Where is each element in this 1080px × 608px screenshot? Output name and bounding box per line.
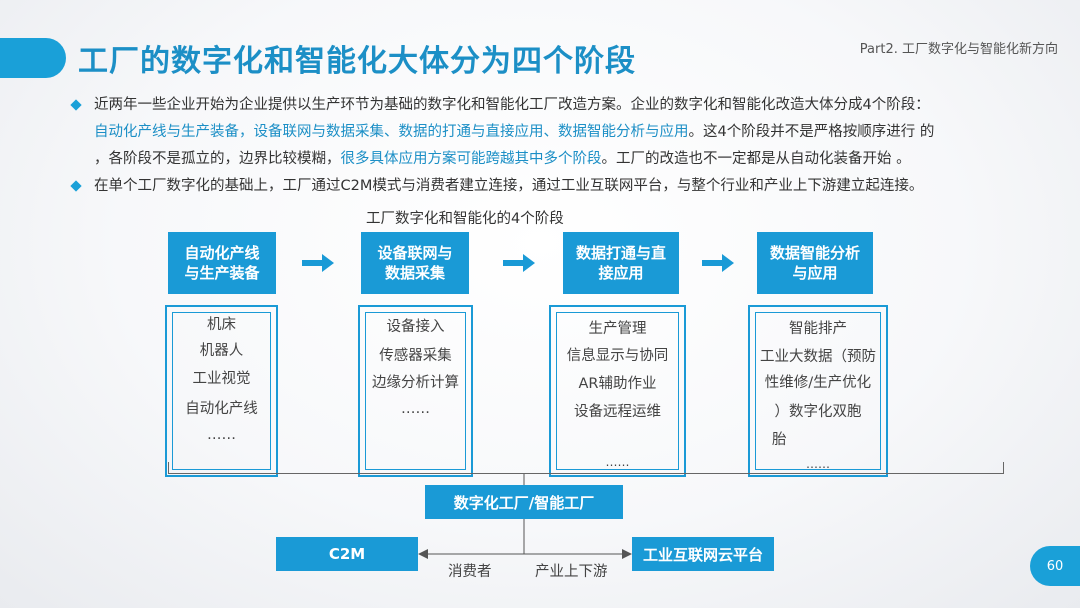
detail-item: 智能排产 — [789, 321, 847, 337]
arrow-right-icon — [702, 254, 734, 272]
detail-item: 信息显示与协同 — [566, 348, 669, 364]
stage-4-line-1: 数据智能分析 — [769, 244, 860, 262]
stage-1-line-1: 自动化产线 — [184, 244, 260, 262]
stage-4-detail-frame — [755, 312, 881, 470]
stage-3-line-2: 接应用 — [598, 264, 644, 282]
detail-item: …… — [401, 401, 430, 417]
detail-item: AR辅助作业 — [578, 376, 657, 392]
stage-3-detail: 生产管理 信息显示与协同 AR辅助作业 设备远程运维 …… — [549, 305, 686, 477]
bullet-list: 近两年一些企业开始为企业提供以生产环节为基础的数字化和智能化工厂改造方案。企业的… — [70, 92, 1050, 200]
detail-item: …… — [605, 455, 630, 469]
detail-item: 设备接入 — [386, 319, 445, 335]
stage-1-detail: 机床 机器人 工业视觉 自动化产线 …… — [165, 305, 278, 477]
stage-4-header: 数据智能分析与应用 — [757, 232, 873, 294]
detail-item: ）数字化双胞 — [774, 404, 862, 420]
stage-2-line-2: 数据采集 — [384, 264, 445, 282]
bullet-1-highlight-2: 很多具体应用方案可能跨越其中多个阶段 — [340, 151, 602, 167]
stage-3-detail-frame — [556, 312, 679, 470]
bullet-item-1: 近两年一些企业开始为企业提供以生产环节为基础的数字化和智能化工厂改造方案。企业的… — [70, 92, 1050, 173]
page-number: 60 — [1030, 546, 1080, 586]
detail-item: 传感器采集 — [379, 348, 452, 364]
detail-item: 机床 — [207, 317, 236, 333]
section-label: Part2. 工厂数字化与智能化新方向 — [859, 42, 1058, 57]
bullet-1-line-2-rest: 。这4个阶段并不是严格按顺序进行 的 — [688, 124, 935, 140]
stage-2-line-1: 设备联网与 — [377, 244, 453, 262]
industrial-cloud-box: 工业互联网云平台 — [632, 537, 774, 571]
bullet-2-text: 在单个工厂数字化的基础上，工厂通过C2M模式与消费者建立连接，通过工业互联网平台… — [94, 178, 924, 194]
bullet-1-highlight-1: 自动化产线与生产装备，设备联网与数据采集、数据的打通与直接应用、数据智能分析与应… — [94, 124, 689, 140]
consumer-label: 消费者 — [448, 564, 492, 580]
detail-item: …… — [806, 457, 830, 471]
stage-2-detail: 设备接入 传感器采集 边缘分析计算 …… — [358, 305, 473, 477]
industry-chain-label: 产业上下游 — [535, 564, 608, 580]
detail-item: 性维修/生产优化 — [764, 375, 872, 391]
detail-item: 设备远程运维 — [574, 404, 661, 420]
bullet-item-2: 在单个工厂数字化的基础上，工厂通过C2M模式与消费者建立连接，通过工业互联网平台… — [70, 173, 1050, 200]
detail-item: 边缘分析计算 — [372, 375, 459, 391]
detail-item: 胎 — [772, 432, 787, 448]
stage-2-header: 设备联网与数据采集 — [361, 232, 469, 294]
diagram-title: 工厂数字化和智能化的4个阶段 — [366, 211, 564, 227]
stage-4-detail: 智能排产 工业大数据（预防 性维修/生产优化 ）数字化双胞 胎 …… — [748, 305, 888, 477]
detail-item: 生产管理 — [588, 321, 647, 337]
bullet-1-line-3a: ，各阶段不是孤立的，边界比较模糊， — [94, 151, 341, 167]
detail-item: 工业视觉 — [192, 371, 251, 387]
detail-item: …… — [207, 427, 236, 443]
stage-3-line-1: 数据打通与直 — [575, 244, 666, 262]
stage-4-line-2: 与应用 — [792, 264, 838, 282]
bullet-1-line-1: 近两年一些企业开始为企业提供以生产环节为基础的数字化和智能化工厂改造方案。企业的… — [94, 97, 930, 113]
digital-factory-box: 数字化工厂/智能工厂 — [425, 485, 623, 519]
stage-1-header: 自动化产线与生产装备 — [168, 232, 276, 294]
detail-item: 机器人 — [199, 343, 244, 359]
bullet-1-line-3b: 。工厂的改造也不一定都是从自动化装备开始 。 — [601, 151, 911, 167]
stage-2-detail-frame — [365, 312, 466, 470]
stage-1-line-2: 与生产装备 — [184, 264, 260, 282]
detail-item: 工业大数据（预防 — [760, 349, 876, 365]
c2m-box: C2M — [276, 537, 418, 571]
stages-bracket — [168, 462, 1004, 474]
stage-1-detail-frame — [172, 312, 271, 470]
arrow-right-icon — [503, 254, 535, 272]
page-title: 工厂的数字化和智能化大体分为四个阶段 — [78, 44, 636, 79]
stage-3-header: 数据打通与直接应用 — [563, 232, 679, 294]
detail-item: 自动化产线 — [185, 401, 258, 417]
title-accent-tab — [0, 38, 66, 78]
arrow-right-icon — [302, 254, 334, 272]
